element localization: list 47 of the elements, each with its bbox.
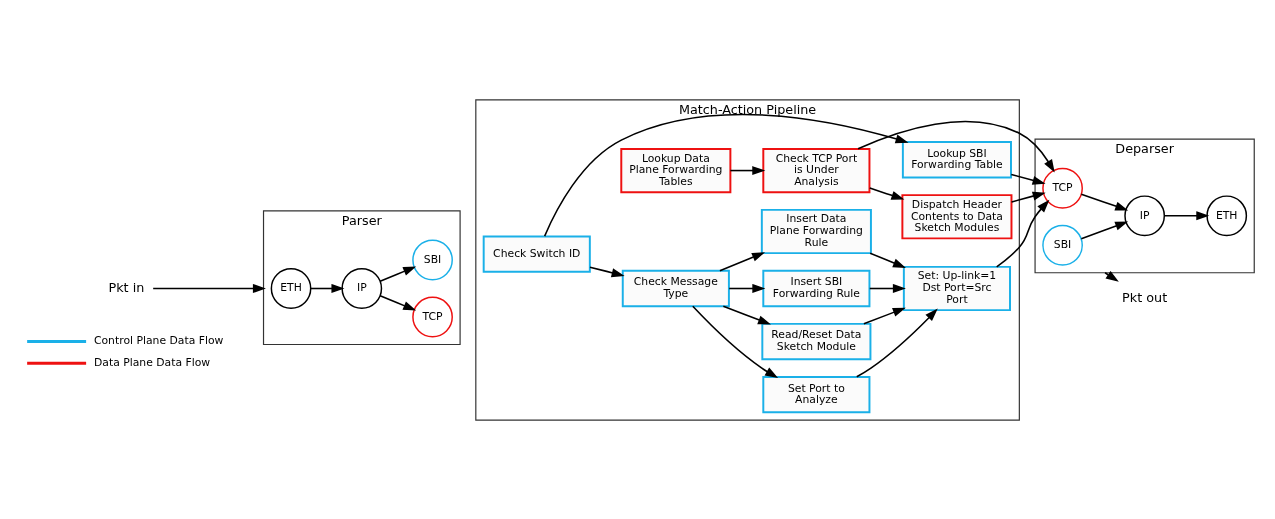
node-circle: TCP: [412, 296, 453, 337]
node-circle: SBI: [412, 239, 453, 280]
node-box: Set: Up-link=1 Dst Port=Src Port: [902, 265, 1011, 311]
arrow: [855, 308, 938, 378]
node-circle: IP: [1124, 194, 1166, 236]
arrow: [719, 251, 765, 272]
arrow: [728, 283, 766, 293]
node-box: Insert Data Plane Forwarding Rule: [760, 208, 872, 254]
legend-label: Data Plane Data Flow: [93, 355, 211, 369]
node-text: Pkt in: [108, 279, 145, 295]
arrow: [1010, 191, 1046, 203]
arrow: [589, 265, 625, 277]
arrow: [857, 120, 1055, 173]
arrow: [729, 165, 766, 175]
node-circle: ETH: [1206, 194, 1248, 236]
node-box: Check TCP Port is Under Analysis: [762, 147, 871, 193]
arrow: [1163, 210, 1210, 220]
arrow: [868, 283, 906, 293]
node-circle: TCP: [1042, 167, 1083, 209]
node-box: Lookup SBI Forwarding Table: [901, 140, 1012, 178]
arrow: [379, 265, 417, 282]
node-text: Pkt out: [1122, 289, 1168, 305]
arrow: [863, 307, 906, 325]
node-box: Check Switch ID: [482, 234, 591, 273]
node-circle: SBI: [1042, 224, 1083, 266]
node-box: Lookup Data Plane Forwarding Tables: [620, 147, 732, 193]
arrow: [543, 113, 909, 237]
arrow: [1010, 173, 1046, 185]
arrow: [722, 305, 771, 325]
node-circle: ETH: [270, 267, 312, 309]
node-box: Set Port to Analyze: [762, 375, 871, 413]
node-box: Check Message Type: [621, 269, 730, 307]
arrow: [379, 294, 417, 311]
arrow: [310, 283, 345, 293]
arrow: [868, 186, 905, 200]
node-box: Read/Reset Data Sketch Module: [761, 322, 872, 360]
arrow: [152, 283, 266, 293]
arrow: [869, 251, 906, 268]
arrow: [1080, 221, 1129, 239]
arrow: [692, 304, 779, 378]
node-circle: IP: [341, 267, 383, 309]
arrow: [995, 199, 1050, 268]
node-box: Dispatch Header Contents to Data Sketch Modules: [901, 193, 1013, 239]
arrow: [1104, 270, 1119, 282]
arrow: [1080, 193, 1129, 211]
node-box: Insert SBI Forwarding Rule: [762, 269, 871, 307]
legend-label: Control Plane Data Flow: [93, 333, 224, 347]
